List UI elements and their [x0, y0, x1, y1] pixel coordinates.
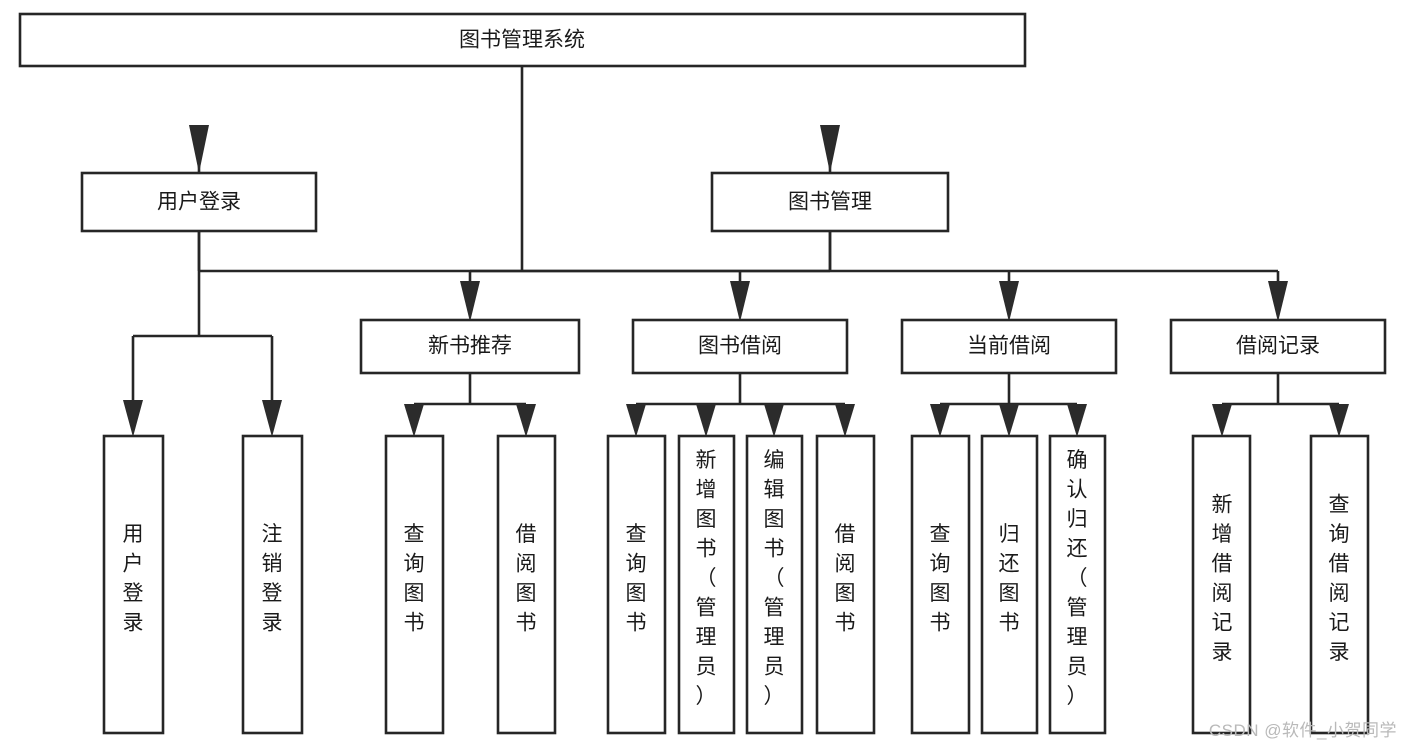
node-label-vertical: 归还图书	[999, 523, 1020, 635]
arrow-icon-current-leaf-3	[1067, 404, 1087, 437]
arrow-icon-to-new-book	[460, 281, 480, 322]
leaf-node-user-login-login[interactable]: 用户登录	[102, 434, 165, 735]
node-box[interactable]	[496, 434, 557, 735]
node-label-vertical: 注销登录	[262, 523, 283, 635]
node-box[interactable]	[1309, 434, 1370, 735]
arrow-icon-to-book-manage	[820, 125, 840, 173]
node-label-vertical: 确认归还（管理员）	[1067, 449, 1088, 708]
arrow-icon-to-book-borrow	[730, 281, 750, 322]
node-label: 图书管理	[788, 191, 872, 214]
arrowhead-layer	[123, 125, 1349, 437]
node-label: 图书管理系统	[459, 29, 585, 52]
leaf-node-borrow-query-book[interactable]: 查询图书	[606, 434, 667, 735]
node-box[interactable]	[910, 434, 971, 735]
node-label-vertical: 用户登录	[123, 523, 144, 635]
leaf-node-user-logout[interactable]: 注销登录	[241, 434, 304, 735]
node-label: 借阅记录	[1236, 335, 1320, 358]
leaf-node-newbook-query-book[interactable]: 查询图书	[384, 434, 445, 735]
node-label: 用户登录	[157, 191, 241, 214]
node-book-borrow[interactable]: 图书借阅	[631, 318, 849, 375]
node-box[interactable]	[241, 434, 304, 735]
arrow-icon-newbook-leaf-1	[404, 404, 424, 437]
node-label-vertical: 新增借阅记录	[1212, 493, 1233, 664]
node-box[interactable]	[745, 434, 804, 735]
leaf-node-record-add-record[interactable]: 新增借阅记录	[1191, 434, 1252, 735]
node-box[interactable]	[359, 318, 581, 375]
arrow-icon-borrow-leaf-1	[626, 404, 646, 437]
leaf-node-borrow-edit-book-admin[interactable]: 编辑图书（管理员）	[745, 434, 804, 735]
node-label: 当前借阅	[967, 335, 1051, 358]
node-label-vertical: 编辑图书（管理员）	[764, 449, 785, 708]
arrow-icon-newbook-leaf-2	[516, 404, 536, 437]
arrow-icon-borrow-leaf-4	[835, 404, 855, 437]
node-root-system[interactable]: 图书管理系统	[18, 12, 1027, 68]
node-box[interactable]	[80, 171, 318, 233]
node-label-vertical: 新增图书（管理员）	[696, 449, 717, 708]
arrow-icon-to-borrow-record	[1268, 281, 1288, 322]
arrow-icon-borrow-leaf-3	[764, 404, 784, 437]
arrow-icon-record-leaf-1	[1212, 404, 1232, 437]
leaf-node-current-query-book[interactable]: 查询图书	[910, 434, 971, 735]
arrow-icon-userlogin-leaf-1	[123, 400, 143, 437]
node-current-borrow[interactable]: 当前借阅	[900, 318, 1118, 375]
node-label-vertical: 查询借阅记录	[1329, 493, 1350, 664]
node-box[interactable]	[102, 434, 165, 735]
node-box[interactable]	[1169, 318, 1387, 375]
node-box[interactable]	[1048, 434, 1107, 735]
node-box[interactable]	[384, 434, 445, 735]
node-box[interactable]	[900, 318, 1118, 375]
leaf-node-record-query-record[interactable]: 查询借阅记录	[1309, 434, 1370, 735]
node-box[interactable]	[18, 12, 1027, 68]
arrow-icon-current-leaf-2	[999, 404, 1019, 437]
node-label-vertical: 借阅图书	[835, 523, 856, 635]
arrow-icon-userlogin-leaf-2	[262, 400, 282, 437]
leaf-node-borrow-borrow-book[interactable]: 借阅图书	[815, 434, 876, 735]
node-label-vertical: 查询图书	[626, 523, 647, 635]
node-box[interactable]	[631, 318, 849, 375]
node-box[interactable]	[1191, 434, 1252, 735]
node-user-login[interactable]: 用户登录	[80, 171, 318, 233]
node-book-manage[interactable]: 图书管理	[710, 171, 950, 233]
arrow-icon-current-leaf-1	[930, 404, 950, 437]
arrow-icon-to-user-login	[189, 125, 209, 173]
node-box[interactable]	[677, 434, 736, 735]
node-label-vertical: 借阅图书	[516, 523, 537, 635]
node-label: 图书借阅	[698, 335, 782, 358]
node-label-vertical: 查询图书	[404, 523, 425, 635]
node-new-book-recommend[interactable]: 新书推荐	[359, 318, 581, 375]
node-label: 新书推荐	[428, 335, 512, 358]
arrow-icon-record-leaf-2	[1329, 404, 1349, 437]
node-box[interactable]	[980, 434, 1039, 735]
leaf-node-borrow-add-book-admin[interactable]: 新增图书（管理员）	[677, 434, 736, 735]
arrow-icon-to-current-borrow	[999, 281, 1019, 322]
node-box[interactable]	[606, 434, 667, 735]
leaf-node-current-return-book[interactable]: 归还图书	[980, 434, 1039, 735]
leaf-node-newbook-borrow-book[interactable]: 借阅图书	[496, 434, 557, 735]
node-box[interactable]	[815, 434, 876, 735]
node-label-vertical: 查询图书	[930, 523, 951, 635]
node-box[interactable]	[710, 171, 950, 233]
arrow-icon-borrow-leaf-2	[696, 404, 716, 437]
leaf-node-current-confirm-return-admin[interactable]: 确认归还（管理员）	[1048, 434, 1107, 735]
node-borrow-record[interactable]: 借阅记录	[1169, 318, 1387, 375]
